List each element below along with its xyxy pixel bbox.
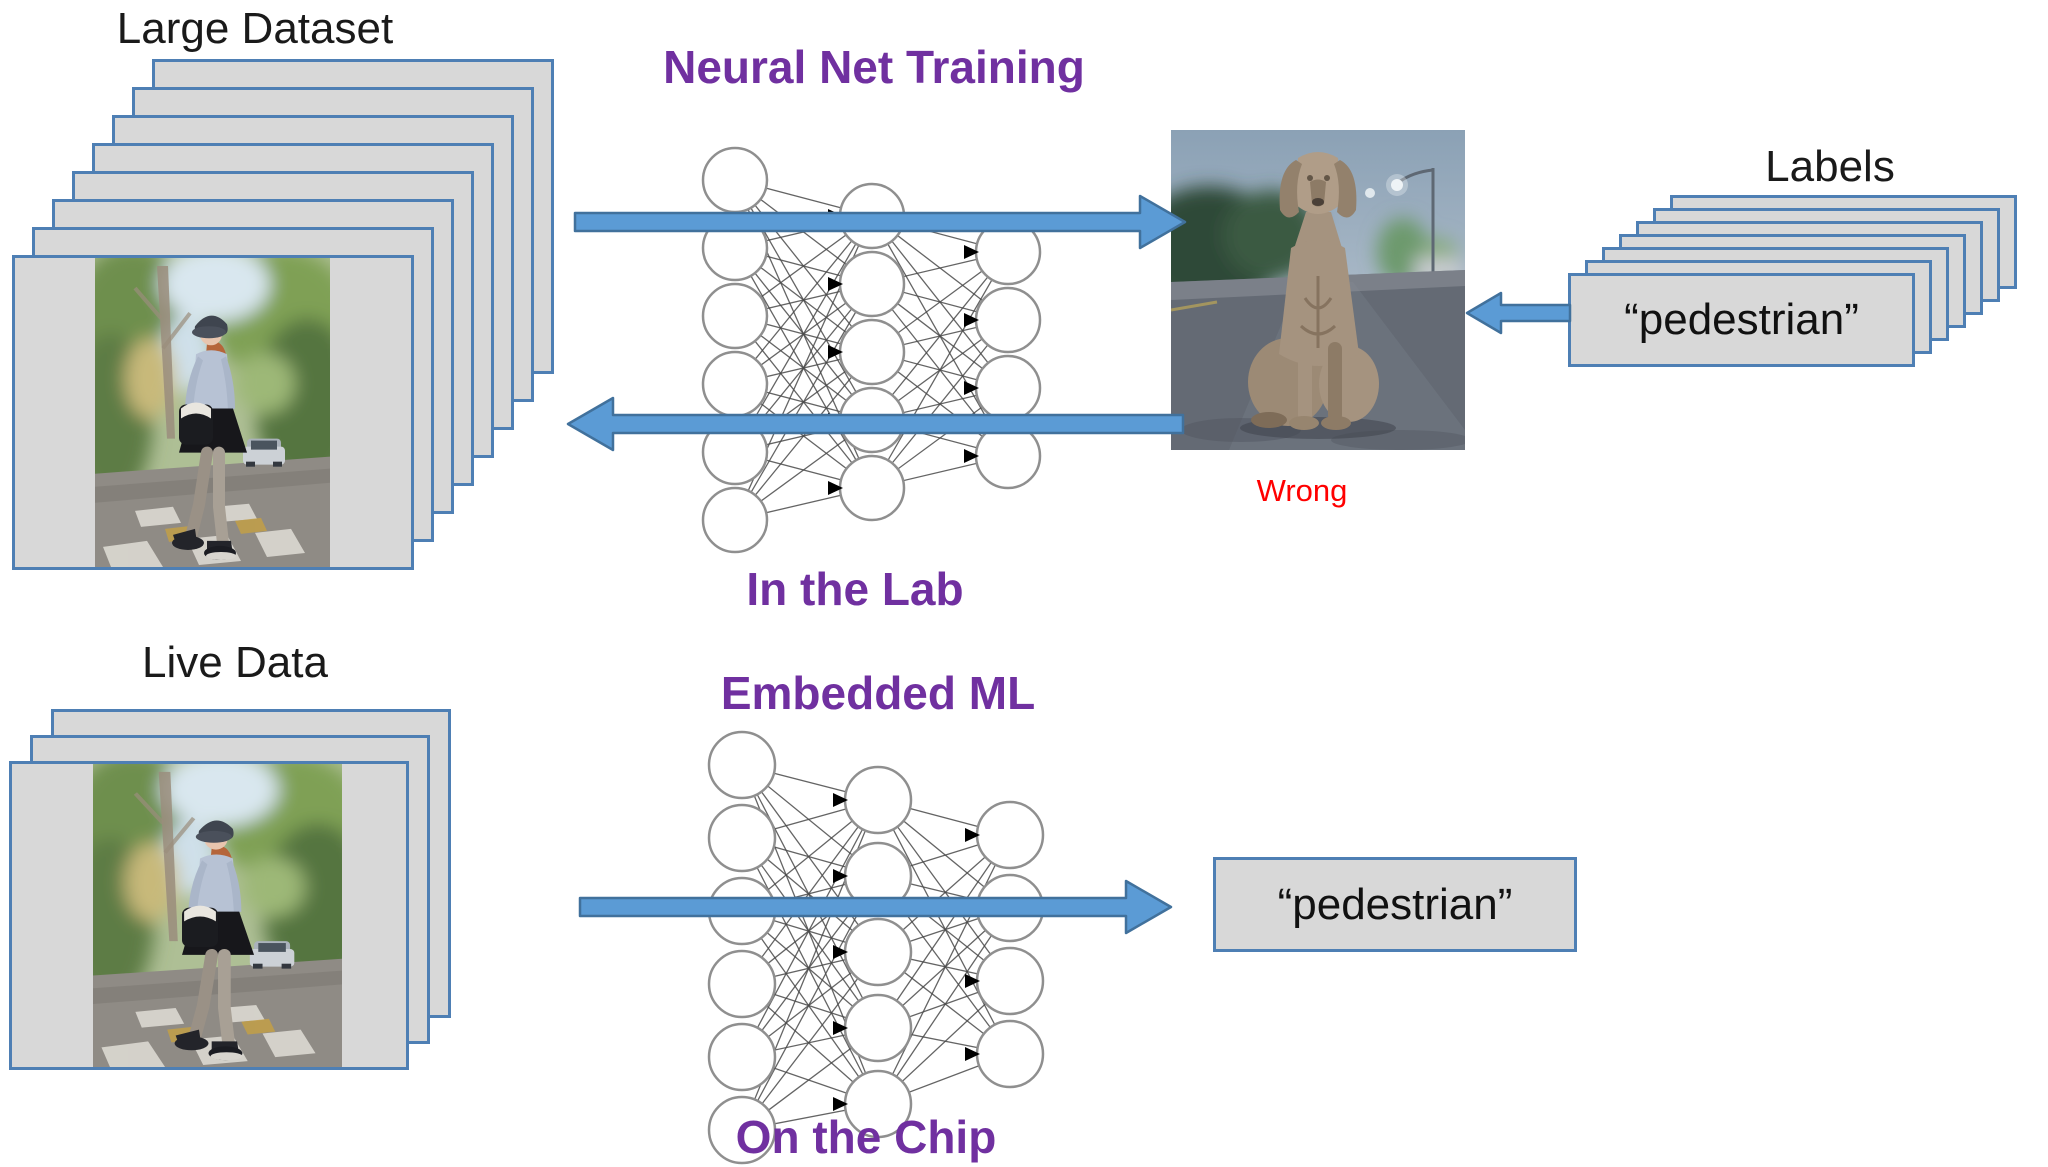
live-pedestrian-photo — [93, 764, 342, 1067]
on-the-chip-caption: On the Chip — [735, 1111, 997, 1163]
output-pedestrian-box: “pedestrian” — [1213, 857, 1577, 952]
wrong-label: Wrong — [1256, 473, 1348, 508]
training-neural-network-icon — [701, 146, 1042, 554]
training-feedback-arrow — [566, 396, 1185, 452]
inference-output-arrow — [578, 879, 1173, 935]
label-input-arrow — [1465, 291, 1572, 335]
labels-stack — [1568, 195, 2017, 367]
inference-neural-network-icon — [707, 730, 1045, 1165]
live-data-title: Live Data — [142, 638, 328, 687]
label-card — [1568, 273, 1915, 367]
pedestrian-photo — [95, 258, 330, 567]
large-dataset-title: Large Dataset — [116, 4, 394, 53]
training-input-arrow — [573, 194, 1187, 250]
nn-training-title: Neural Net Training — [663, 41, 1085, 93]
in-the-lab-caption: In the Lab — [746, 563, 964, 615]
label-card-text: “pedestrian” — [1624, 295, 1859, 344]
embedded-ml-title: Embedded ML — [720, 667, 1036, 719]
dog-photo — [1171, 130, 1465, 450]
labels-title: Labels — [1765, 142, 1895, 191]
